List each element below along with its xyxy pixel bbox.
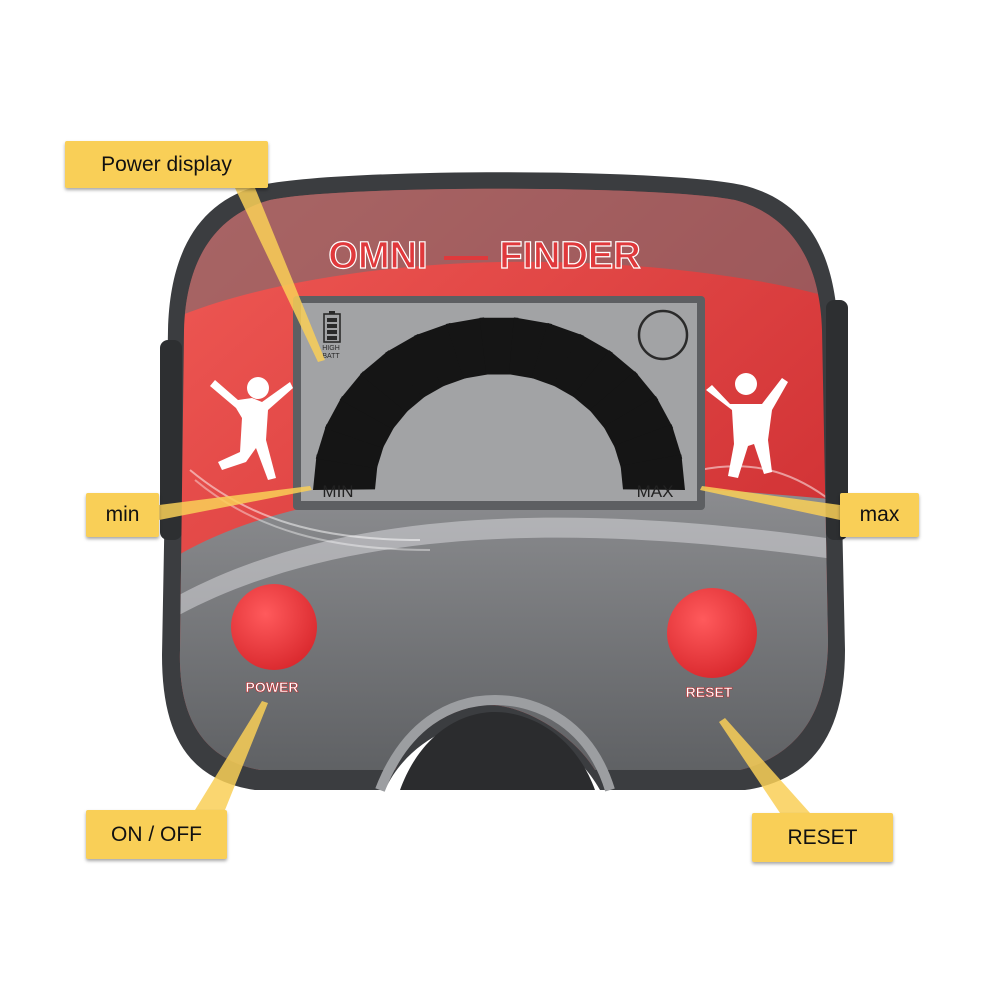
scale-min-label: MIN — [322, 482, 353, 501]
callout-pointers — [159, 188, 840, 813]
meter-segment — [552, 333, 613, 398]
battery-label-batt: BATT — [322, 353, 340, 360]
meter-segment — [620, 454, 685, 491]
signal-meter-arc — [313, 317, 685, 491]
battery-label-high: HIGH — [322, 345, 340, 352]
meter-segment — [508, 317, 553, 379]
battery-icon — [323, 311, 341, 343]
meter-segment — [589, 371, 659, 430]
meter-segment — [479, 317, 519, 375]
reset-button[interactable] — [667, 588, 757, 678]
brand-left: OMNI — [328, 235, 427, 277]
meter-segment — [603, 396, 674, 449]
callout-on-off: ON / OFF — [86, 810, 227, 859]
power-button[interactable] — [231, 584, 317, 670]
callout-power-display: Power display — [65, 141, 268, 188]
meter-segment — [324, 396, 395, 449]
meter-segment — [572, 350, 638, 413]
callout-min: min — [86, 493, 159, 537]
scale-max-label: MAX — [637, 482, 674, 501]
indicator-circle-icon — [637, 309, 689, 361]
jumping-person-right-icon — [706, 373, 788, 478]
jumping-person-left-icon — [210, 377, 293, 480]
meter-segment — [445, 317, 490, 379]
callout-max: max — [840, 493, 919, 537]
power-button-label: POWER — [246, 679, 299, 695]
brand-right: FINDER — [499, 235, 640, 277]
meter-segment — [614, 424, 683, 469]
meter-segment — [360, 350, 426, 413]
meter-segment — [385, 333, 446, 398]
shaft-mount — [400, 712, 595, 790]
meter-segment — [339, 371, 409, 430]
meter-segment — [315, 424, 384, 469]
callout-reset: RESET — [752, 813, 893, 862]
meter-segment — [531, 322, 584, 387]
reset-button-label: RESET — [686, 684, 733, 700]
